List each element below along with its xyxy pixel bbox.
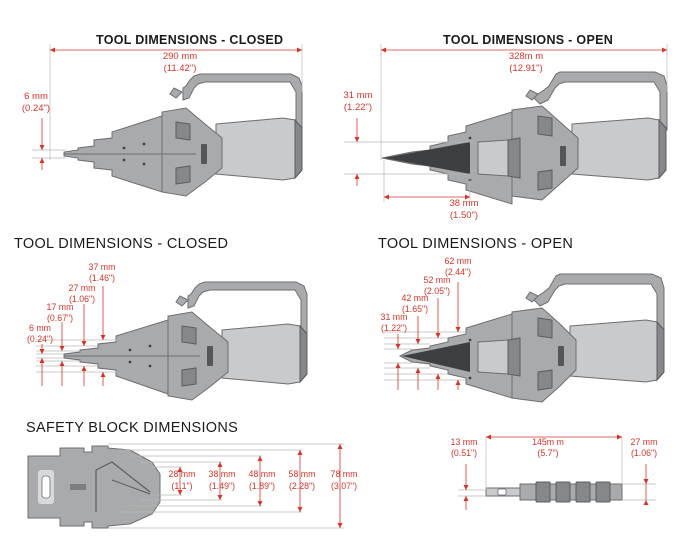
- dim-step-4-in: (0.24"): [27, 334, 53, 344]
- safety-block-plan: [27, 445, 161, 529]
- dim-length-in: (11.42"): [164, 63, 197, 74]
- dim-step-4-mm: 31 mm: [381, 312, 408, 322]
- dim-block-4-in: (2.28"): [289, 481, 315, 491]
- dim-side-length-mm: 145m m: [532, 437, 564, 447]
- dim-step-3-mm: 17 mm: [47, 302, 74, 312]
- dim-depth-mm: 38 mm: [449, 198, 478, 209]
- dim-step-3-in: (0.67"): [47, 313, 73, 323]
- dim-block-1-mm: 28 mm: [169, 469, 196, 479]
- heading-mid-open: TOOL DIMENSIONS - OPEN: [378, 236, 574, 252]
- dim-block-3-mm: 48 mm: [249, 469, 276, 479]
- dim-safety-block: 28 mm (1.1") 38 mm (1.49") 48 mm (1.89")…: [108, 443, 358, 529]
- heading-top-closed: TOOL DIMENSIONS - CLOSED: [96, 33, 284, 47]
- dim-block-5-mm: 78 mm: [331, 469, 358, 479]
- dim-block-1-in: (1.1"): [171, 481, 192, 491]
- dim-step-3-in: (1.65"): [402, 304, 428, 314]
- tool-closed-top: [63, 73, 303, 197]
- dim-step-1-in: (2.44"): [445, 267, 471, 277]
- dim-side-left-in: (0.51"): [451, 448, 477, 458]
- dim-length-in: (12.91"): [509, 63, 542, 74]
- dim-tip-mm: 6 mm: [24, 91, 48, 102]
- dim-top-right: 328m m (12.91") 31 mm (1.22") 38 mm (1.5…: [343, 44, 668, 221]
- safety-block-side: [485, 481, 623, 503]
- dim-side-left-mm: 13 mm: [451, 437, 478, 447]
- dim-step-1-in: (1.46"): [89, 273, 115, 283]
- dim-side-length-in: (5.7"): [537, 448, 558, 458]
- dim-block-4-mm: 58 mm: [289, 469, 316, 479]
- dim-opening-mm: 31 mm: [343, 90, 372, 101]
- dim-block-3-in: (1.89"): [249, 481, 275, 491]
- dim-mid-right: 62 mm (2.44") 52 mm (2.05") 42 mm (1.65"…: [381, 256, 472, 390]
- dim-depth-in: (1.50"): [450, 210, 478, 221]
- dim-safety-side: 145m m (5.7") 13 mm (0.51") 27 mm (1.06"…: [451, 434, 658, 510]
- dim-step-2-in: (1.06"): [69, 294, 95, 304]
- dim-block-2-in: (1.49"): [209, 481, 235, 491]
- dim-block-5-in: (3.07"): [331, 481, 357, 491]
- dim-mid-left: 37 mm (1.46") 27 mm (1.06") 17 mm (0.67"…: [27, 262, 118, 386]
- dim-step-3-mm: 42 mm: [402, 293, 429, 303]
- heading-mid-closed: TOOL DIMENSIONS - CLOSED: [14, 236, 229, 252]
- dim-step-4-in: (1.22"): [381, 323, 407, 333]
- tool-open-mid: [398, 273, 665, 403]
- dim-opening-in: (1.22"): [344, 102, 372, 113]
- dim-step-1-mm: 37 mm: [89, 262, 116, 272]
- heading-top-open: TOOL DIMENSIONS - OPEN: [443, 33, 614, 47]
- dim-step-1-mm: 62 mm: [445, 256, 472, 266]
- dim-side-right-in: (1.06"): [631, 448, 657, 458]
- dim-step-4-mm: 6 mm: [29, 323, 51, 333]
- dim-top-left: 290 mm (11.42") 6 mm (0.24"): [22, 44, 303, 170]
- dim-step-2-mm: 27 mm: [69, 283, 96, 293]
- dim-step-2-in: (2.05"): [424, 286, 450, 296]
- dim-step-2-mm: 52 mm: [424, 275, 451, 285]
- dim-block-2-mm: 38 mm: [209, 469, 236, 479]
- tool-open-top: [381, 71, 668, 205]
- dim-length-mm: 328m m: [509, 51, 543, 62]
- dim-tip-in: (0.24"): [22, 103, 50, 114]
- dim-side-right-mm: 27 mm: [631, 437, 658, 447]
- dim-length-mm: 290 mm: [163, 51, 197, 62]
- heading-safety-block: SAFETY BLOCK DIMENSIONS: [26, 420, 239, 436]
- tool-closed-mid: [63, 281, 308, 401]
